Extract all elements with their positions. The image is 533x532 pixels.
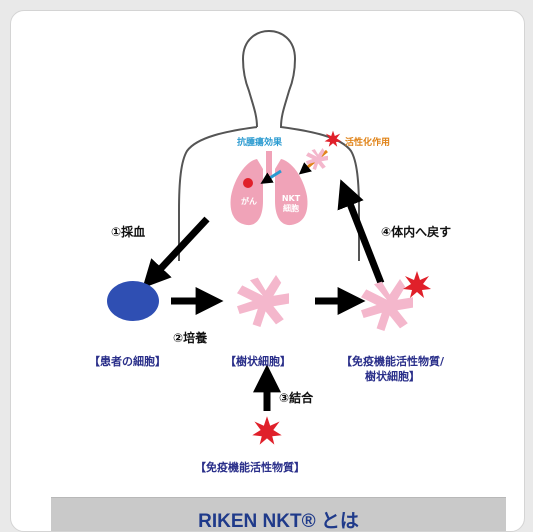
step-blood-draw: ①採血 [111, 223, 145, 240]
activator-label: 【免疫機能活性物質】 [195, 459, 305, 475]
step-culture: ②培養 [173, 329, 207, 346]
dendritic-cells-label: 【樹状細胞】 [225, 353, 291, 369]
small-burst [325, 131, 342, 147]
right-lung [275, 159, 307, 225]
activator-dendritic-label-line2: 樹状細胞】 [365, 368, 420, 384]
dendritic-cell [237, 275, 289, 327]
nkt-therapy-diagram [11, 11, 524, 531]
patient-cell [107, 281, 159, 321]
cancer-label: がん [237, 197, 261, 206]
nkt-label-line2: 細胞 [279, 204, 303, 213]
diagram-card: 抗腫瘍効果 活性化作用 がん NKT 細胞 ①採血 ④体内へ戻す ②培養 ③結合… [10, 10, 525, 532]
step-return: ④体内へ戻す [381, 223, 451, 240]
activator-burst-bottom [252, 416, 281, 444]
footer-banner: RIKEN NKT® とは [51, 497, 506, 532]
activated-dendritic-cell [361, 279, 413, 331]
arrow-return [345, 191, 381, 283]
activation-effect-label: 活性化作用 [345, 135, 390, 148]
activator-dendritic-label-line1: 【免疫機能活性物質/ [341, 353, 444, 369]
tumor-dot [243, 178, 253, 188]
step-bind: ③結合 [279, 389, 313, 406]
left-lung [231, 159, 263, 225]
patient-cells-label: 【患者の細胞】 [89, 353, 166, 369]
footer-title: RIKEN NKT® とは [51, 506, 506, 532]
activator-burst-right [403, 271, 431, 298]
antitumor-effect-label: 抗腫瘍効果 [237, 135, 282, 148]
nkt-label-line1: NKT [279, 194, 303, 203]
